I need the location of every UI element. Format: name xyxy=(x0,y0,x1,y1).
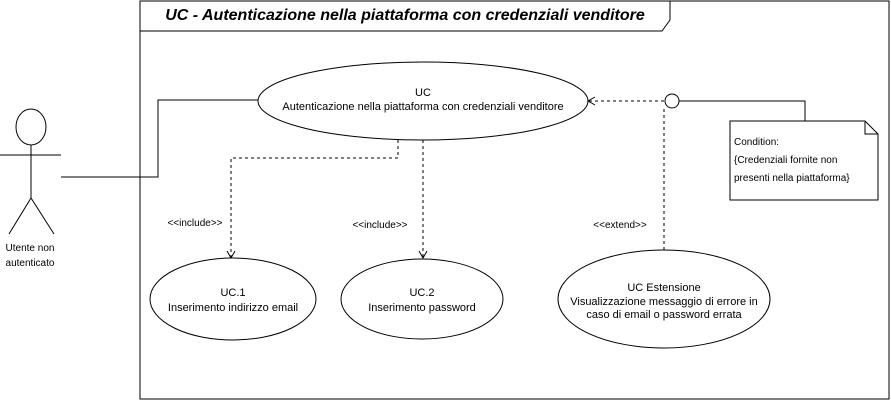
condition-note xyxy=(729,120,879,201)
actor-right-leg xyxy=(30,197,55,235)
actor-label-line2: autenticato xyxy=(6,258,55,269)
uc1-line2: Inserimento indirizzo email xyxy=(168,302,298,314)
condition-note-line1: Condition: xyxy=(734,137,779,148)
main-use-case-line1: UC xyxy=(415,87,431,99)
condition-note-fold xyxy=(864,121,878,135)
condition-note-connector xyxy=(679,100,806,121)
actor-left-leg xyxy=(8,197,32,235)
extension-point-circle xyxy=(664,93,680,109)
use-case-uc2 xyxy=(340,258,504,340)
extend-label: <<extend>> xyxy=(593,220,647,231)
include-label-uc2: <<include>> xyxy=(352,220,407,231)
use-case-uc1 xyxy=(149,257,317,341)
uc1-line1: UC.1 xyxy=(220,287,245,299)
extension-line2: Visualizzazione messaggio di errore in xyxy=(570,296,758,308)
include-label-uc1: <<include>> xyxy=(167,218,222,229)
condition-note-line3: presenti nella piattaforma} xyxy=(734,173,850,184)
frame-title-tab xyxy=(139,0,671,32)
extension-line1: UC Estensione xyxy=(627,282,700,294)
actor-head xyxy=(15,108,47,146)
condition-note-line2: {Credenziali fornite non xyxy=(734,155,837,166)
actor-label-line1: Utente non xyxy=(6,243,55,254)
uc2-line2: Inserimento password xyxy=(368,302,476,314)
uc2-line1: UC.2 xyxy=(409,287,434,299)
diagram-title: UC - Autenticazione nella piattaforma co… xyxy=(165,7,645,24)
actor-figure xyxy=(0,108,61,235)
actor-association xyxy=(61,99,258,178)
include-connector-uc1 xyxy=(226,140,399,260)
extension-line3: caso di email o password errata xyxy=(586,309,742,321)
main-use-case-line2: Autenticazione nella piattaforma con cre… xyxy=(282,101,563,113)
